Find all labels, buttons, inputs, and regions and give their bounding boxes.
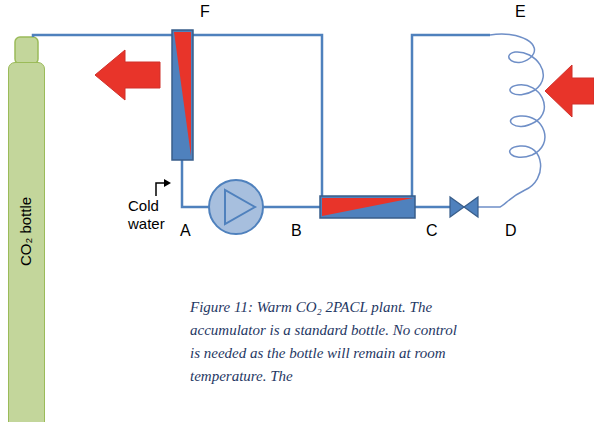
point-label: D xyxy=(505,222,517,240)
heat-arrow xyxy=(95,50,160,100)
heat-exchanger-hot-side xyxy=(322,198,413,216)
pipe xyxy=(263,206,320,209)
gas-bottle: CO₂ bottle xyxy=(8,62,45,422)
pump-symbol xyxy=(225,190,255,224)
valve-symbol xyxy=(450,197,464,217)
heat-exchanger xyxy=(172,30,193,160)
bottle-cap xyxy=(15,37,38,64)
bottle-label: CO₂ bottle xyxy=(18,196,35,265)
evaporator-coil xyxy=(478,34,545,207)
leader-arrow xyxy=(164,179,171,187)
point-label: F xyxy=(200,3,210,21)
point-label: A xyxy=(180,222,191,240)
pipe xyxy=(182,160,209,207)
pump-symbol xyxy=(209,180,263,234)
point-label: B xyxy=(291,222,302,240)
valve-symbol xyxy=(464,197,478,217)
pipe xyxy=(415,206,450,209)
heat-arrow xyxy=(545,65,594,117)
point-label: C xyxy=(426,222,438,240)
figure-caption: Figure 11: Warm CO₂ 2PACL plant. The acc… xyxy=(190,296,458,388)
point-label: E xyxy=(515,3,526,21)
pipes xyxy=(33,35,490,207)
heat-exchanger-hot-side xyxy=(174,32,191,156)
heat-exchanger xyxy=(320,196,415,218)
annotation: Cold water xyxy=(128,197,174,233)
pipe xyxy=(412,35,490,197)
